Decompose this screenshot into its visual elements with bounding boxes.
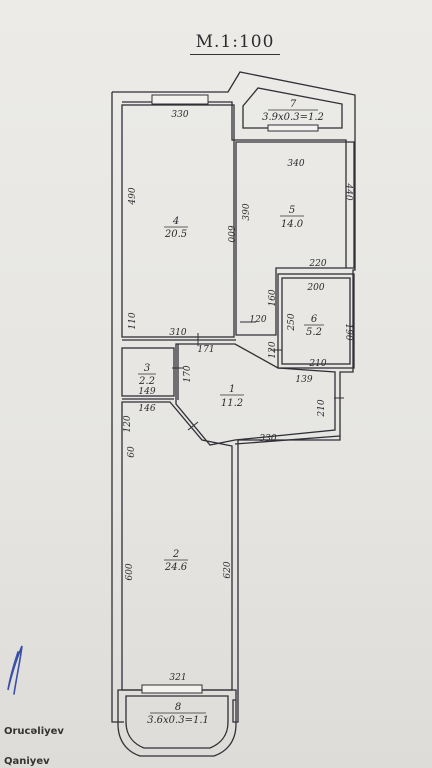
dim-490: 490 [128, 187, 138, 205]
room-6-outline [281, 277, 351, 365]
room-6-number: 6 [311, 314, 318, 325]
window-r4 [151, 94, 209, 105]
dim-160: 160 [268, 289, 278, 306]
dim-170: 170 [183, 365, 193, 382]
door-r2 [187, 421, 199, 431]
room-4-number: 4 [172, 216, 179, 227]
dim-146: 146 [138, 404, 155, 414]
dim-200: 200 [306, 283, 324, 293]
dim-390: 390 [242, 203, 252, 220]
room-1-number: 1 [229, 384, 235, 395]
signature-mark [7, 645, 23, 695]
window-r8 [141, 684, 203, 694]
room-1-outline [175, 343, 336, 446]
dim-600-r4: 600 [225, 225, 235, 242]
dim-321: 321 [169, 673, 186, 683]
room-2-number: 2 [172, 549, 179, 560]
dim-171: 171 [197, 345, 214, 355]
room-8-inner [125, 695, 229, 749]
room-8-area: 3.6x0.3=1.1 [147, 715, 209, 726]
dim-220: 220 [308, 259, 326, 269]
signature-name-1: Orucəliyev [4, 726, 64, 737]
dim-190: 190 [343, 323, 353, 340]
dim-250: 250 [287, 313, 297, 331]
scale-title: M.1:100 [190, 32, 280, 55]
room-2-area: 24.6 [164, 562, 188, 573]
dim-330-r1: 330 [259, 434, 276, 444]
dim-60: 60 [127, 446, 137, 458]
room-7-area: 3.9x0.3=1.2 [262, 112, 324, 123]
dim-110: 110 [128, 312, 138, 329]
window-r7 [267, 124, 319, 132]
room-2-outline [121, 401, 233, 691]
room-7-outline [242, 87, 343, 129]
dim-210-r6: 210 [308, 359, 326, 369]
room-5-number: 5 [289, 205, 295, 216]
dim-120-b: 120 [268, 341, 278, 358]
room-7-number: 7 [290, 99, 297, 110]
dim-310: 310 [169, 328, 186, 338]
outer-wall-outer [111, 71, 356, 723]
dim-120-a: 120 [249, 315, 266, 325]
wall-r1-bottom [234, 435, 341, 445]
room-8-outline [117, 689, 237, 757]
dim-120-c: 120 [123, 415, 133, 432]
room-6-area: 5.2 [306, 327, 322, 338]
room-4-area: 20.5 [164, 229, 187, 240]
room-8-number: 8 [175, 702, 181, 713]
dim-210-r1: 210 [317, 399, 327, 417]
dim-330-top: 330 [171, 110, 188, 120]
dim-139: 139 [295, 375, 312, 385]
room-4-outline [121, 104, 235, 338]
signature-name-2: Qaniyev [4, 756, 50, 767]
room-6-inner [277, 273, 355, 369]
dim-600-r2: 600 [125, 563, 135, 580]
room-5-outline [235, 141, 355, 336]
room-1-area: 11.2 [221, 398, 243, 409]
dim-440: 440 [343, 182, 353, 200]
room-3-number: 3 [144, 363, 150, 374]
room-5-area: 14.0 [281, 219, 304, 230]
room-3-area: 2.2 [138, 376, 155, 387]
dim-149: 149 [138, 387, 155, 397]
room-3-outline [121, 347, 175, 397]
dim-340: 340 [287, 159, 304, 169]
dim-620: 620 [223, 561, 233, 578]
